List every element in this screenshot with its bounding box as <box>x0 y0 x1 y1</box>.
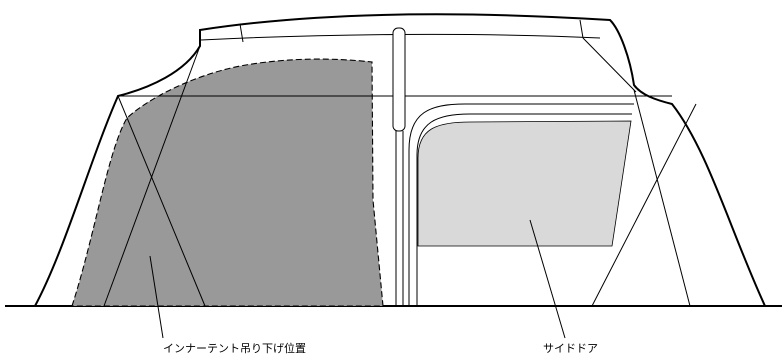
roof-seam-right <box>579 19 584 39</box>
side-door-panel <box>417 120 632 247</box>
roof-seam-left <box>239 23 244 43</box>
right-frame-diagonal-1 <box>633 89 691 307</box>
side-door-label: サイドドア <box>543 342 598 355</box>
left-frame-diagonal-1 <box>117 95 206 307</box>
right-frame-diagonal-2 <box>591 103 697 307</box>
center-pole <box>392 27 406 132</box>
inner-tent-label: インナーテント吊り下げ位置 <box>163 341 306 355</box>
roof-front-edge <box>582 37 637 93</box>
side-door-outer-frame <box>408 103 634 306</box>
inner-tent-leader <box>149 255 164 339</box>
side-door-inner-frame <box>416 113 632 306</box>
tent-outline <box>34 13 766 307</box>
left-frame-diagonal-2 <box>103 45 201 307</box>
inner-tent-area <box>71 58 384 307</box>
side-door-leader <box>529 219 566 339</box>
